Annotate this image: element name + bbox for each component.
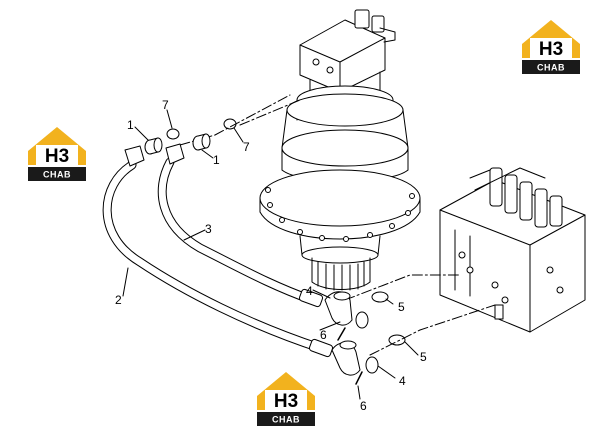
elbow-flange-upper (324, 291, 369, 329)
adapter-right (192, 133, 211, 151)
callout-7-left: 7 (162, 98, 169, 112)
hose-3 (157, 157, 317, 305)
callout-6-upper: 6 (320, 328, 327, 342)
o-ring-5-upper (371, 291, 389, 303)
watermark-logo-top-right: H3 CHAB (520, 18, 582, 76)
leader-lines (179, 94, 496, 356)
callout-1-left: 1 (127, 118, 134, 132)
swing-motor (259, 9, 421, 291)
callout-5-upper: 5 (398, 300, 405, 314)
watermark-logo-bottom: H3 CHAB (255, 370, 317, 428)
o-ring-7-right (223, 118, 237, 130)
elbow-flange-lower (331, 340, 379, 376)
callout-leaders (122, 109, 419, 400)
logo-small-text: CHAB (537, 63, 565, 73)
callout-4-lower: 4 (399, 374, 406, 388)
watermark-logo-left: H3 CHAB (26, 125, 88, 183)
adapter-left (144, 137, 163, 155)
bolts (337, 327, 363, 385)
logo-small-text: CHAB (43, 170, 71, 180)
callout-1-right: 1 (213, 153, 220, 167)
hose-fittings (124, 143, 334, 358)
callout-4-upper: 4 (306, 284, 313, 298)
control-valve (439, 167, 586, 333)
o-rings (166, 118, 406, 346)
logo-big-text: H3 (539, 39, 563, 60)
hose-2 (102, 160, 325, 353)
callout-7-right: 7 (243, 140, 250, 154)
callout-6-lower: 6 (360, 399, 367, 413)
callout-3: 3 (205, 222, 212, 236)
o-ring-7-left (166, 128, 180, 140)
logo-big-text: H3 (45, 146, 69, 167)
logo-big-text: H3 (274, 391, 298, 412)
callout-2: 2 (115, 293, 122, 307)
o-ring-5-lower (388, 334, 406, 346)
logo-small-text: CHAB (272, 415, 300, 425)
callout-5-lower: 5 (420, 350, 427, 364)
